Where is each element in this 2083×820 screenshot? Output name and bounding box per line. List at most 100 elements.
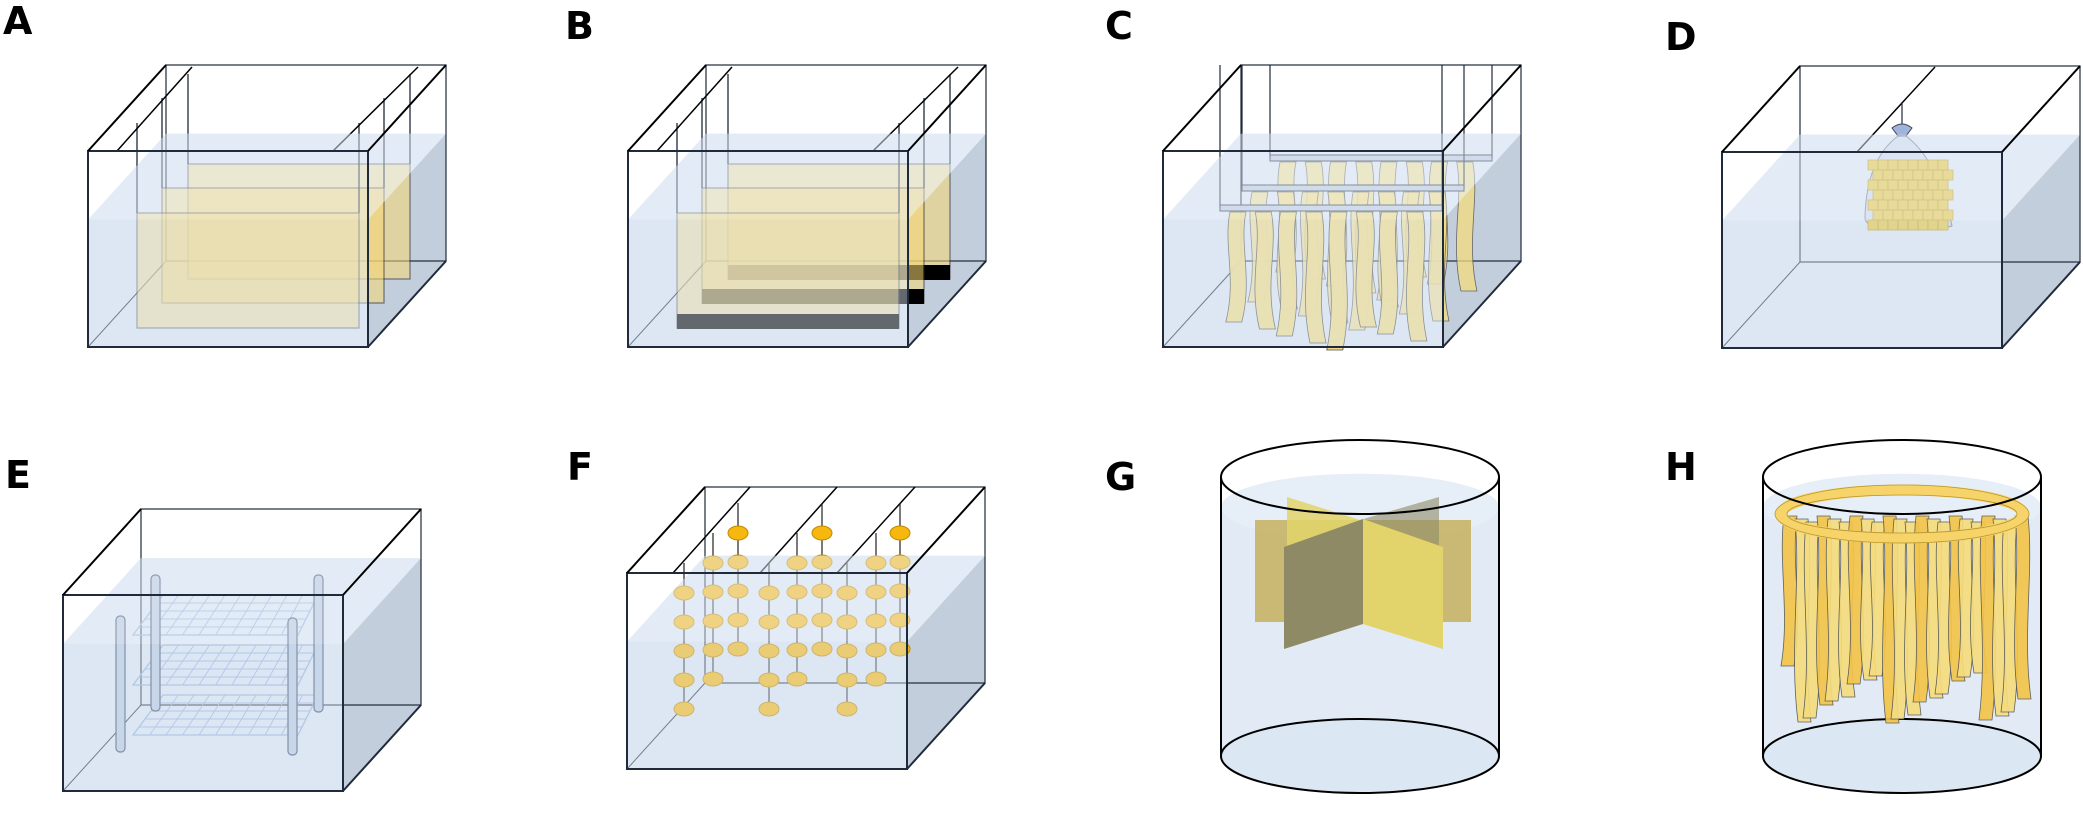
panel-label-g: G: [1105, 455, 1137, 499]
mesh-line: [248, 644, 272, 686]
panel-label-d: D: [1665, 15, 1697, 59]
scaffold-bead: [758, 643, 780, 659]
tank-edge: [2001, 261, 2081, 349]
scaffold-plate: [136, 212, 360, 329]
tank-weighted-plates-diagram: [627, 64, 987, 348]
cross-panel-front-right: [1363, 519, 1443, 649]
tank-edge: [906, 682, 986, 770]
tank-edge: [627, 64, 707, 152]
tank-edge: [342, 704, 422, 792]
bag-tie: [1891, 123, 1913, 137]
scaffold-bead: [811, 641, 833, 657]
hanger-rail: [672, 486, 751, 574]
fiber-strip: [1225, 211, 1247, 323]
water-surface: [1722, 134, 2080, 221]
cylinder-base: [1220, 718, 1500, 794]
fiber-strip: [1956, 518, 1974, 678]
tank-edge: [1162, 64, 1242, 152]
tank-edge: [1442, 64, 1522, 152]
fiber-strip: [1305, 211, 1327, 344]
fiber-strip: [1824, 518, 1842, 702]
water-front: [88, 219, 368, 347]
mesh-line: [165, 694, 195, 736]
cylinder-rim: [1220, 439, 1500, 515]
water-surface: [63, 558, 421, 644]
scaffold-bead: [758, 701, 780, 717]
suspension-ring: [1775, 484, 2029, 544]
fiber-strip: [1868, 521, 1886, 677]
tank-edge: [907, 64, 987, 152]
water-side: [1443, 133, 1521, 347]
tank-beads-diagram: [626, 486, 986, 770]
mesh-line: [215, 644, 241, 686]
mesh-line: [248, 694, 272, 736]
water-side: [2002, 134, 2080, 348]
tank-front-edge: [626, 572, 908, 770]
tank-edge: [2001, 65, 2081, 153]
scaffold-bead: [889, 525, 911, 541]
spacer: [163, 74, 188, 101]
fiber-strip: [1376, 211, 1399, 335]
scaffold-bead: [727, 525, 749, 541]
scaffold-bead: [758, 672, 780, 688]
tank-floor-edge: [1721, 261, 1801, 349]
cylinder-cross-diagram: [1220, 439, 1500, 794]
scaffold-bead: [865, 642, 887, 658]
water-front: [1163, 219, 1443, 347]
spacer: [650, 123, 677, 150]
tank-edge: [367, 260, 447, 348]
water-surface: [88, 133, 446, 220]
scaffold-bead: [836, 672, 858, 688]
cylinder-ring-strips-diagram: [1762, 439, 2042, 794]
fiber-strip: [2014, 515, 2032, 700]
mesh-line: [198, 694, 226, 736]
weight-bar: [677, 314, 899, 329]
water-surface: [628, 133, 986, 220]
spacer: [675, 98, 702, 125]
tank-edge: [342, 508, 422, 596]
fiber-strip: [1802, 521, 1820, 719]
hanger-rail: [656, 66, 733, 152]
suspension-ring-edge: [1774, 484, 2030, 544]
scaffold-bead: [673, 701, 695, 717]
mesh-line: [264, 644, 288, 686]
cylinder-rim: [1762, 439, 2042, 515]
panel-a: A: [0, 0, 540, 400]
water-side: [907, 555, 985, 769]
panel-e: E: [0, 420, 540, 820]
fiber-strip: [1890, 518, 1908, 720]
scaffold-bead: [702, 642, 724, 658]
scaffold-plate: [676, 212, 900, 329]
scaffold-bead: [865, 671, 887, 687]
tank-edge: [1721, 65, 1801, 153]
water-surface: [627, 555, 985, 642]
mesh-line: [264, 694, 288, 736]
fiber-strip: [1275, 211, 1298, 337]
tank-mesh-diagram: [62, 508, 422, 792]
tank-edge: [62, 508, 142, 596]
water-front: [63, 644, 343, 791]
fiber-strip: [1326, 211, 1348, 351]
mesh-line: [165, 644, 195, 686]
tank-front-edge: [627, 150, 909, 348]
water-front: [627, 641, 907, 769]
fiber-strip: [1355, 211, 1377, 328]
scaffold-bead: [727, 641, 749, 657]
tank-front-edge: [62, 594, 344, 792]
fiber-strip: [2000, 521, 2018, 713]
cylinder-base: [1762, 718, 2042, 794]
scaffold-bead: [889, 641, 911, 657]
panel-label-a: A: [3, 0, 33, 43]
scaffold-bead: [836, 701, 858, 717]
tank-edge: [626, 486, 706, 574]
mesh-line: [231, 694, 257, 736]
tank-floor-edge: [626, 682, 706, 770]
mesh-line: [182, 694, 210, 736]
tank-edge: [907, 260, 987, 348]
fiber-strip: [1846, 515, 1864, 685]
fiber-strip: [1912, 515, 1930, 703]
panel-c: C: [1090, 0, 1630, 400]
panel-h: H: [1640, 420, 2083, 820]
panel-b: B: [540, 0, 1080, 400]
tank-bag-diagram: [1721, 65, 2081, 349]
